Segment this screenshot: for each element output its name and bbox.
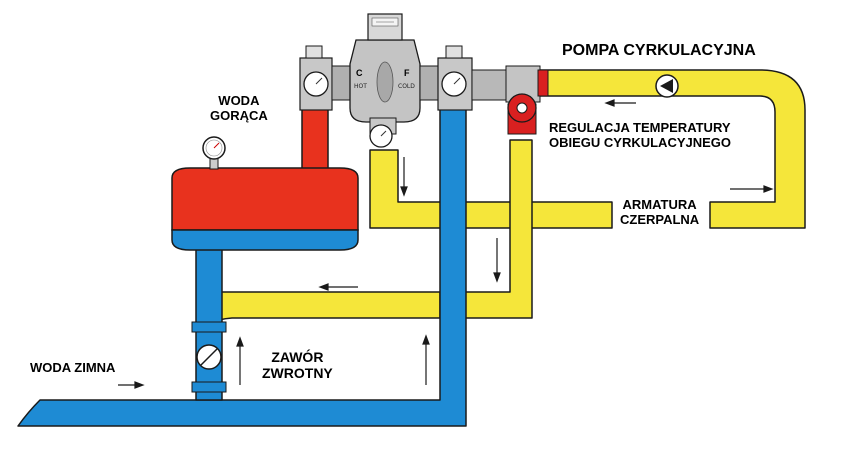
circulation-pump-label: POMPA CYRKULACYJNA — [562, 42, 756, 59]
draw-off-fitting-label-line1: ARMATURA — [622, 197, 697, 212]
check-valve-label-line1: ZAWÓR — [271, 349, 324, 365]
cold-water-pipes — [17, 99, 467, 427]
hot-water-tank — [171, 136, 359, 251]
draw-off-fitting-label: ARMATURA CZERPALNA — [618, 197, 702, 228]
pressure-gauge-icon — [202, 136, 226, 160]
flow-arrow-icon — [118, 99, 774, 389]
check-valve-label: ZAWÓR ZWROTNY — [262, 349, 333, 381]
circulation-temp-label: REGULACJA TEMPERATURY OBIEGU CYRKULACYJN… — [549, 120, 732, 151]
svg-text:HOT: HOT — [354, 83, 367, 90]
hot-water-pipe — [301, 99, 329, 173]
hot-water-label: WODA GORĄCA — [210, 93, 268, 124]
svg-text:COLD: COLD — [398, 83, 415, 90]
check-valve-icon — [191, 321, 227, 393]
svg-text:C: C — [356, 68, 363, 78]
circulation-temp-label-line1: REGULACJA TEMPERATURY — [549, 120, 731, 135]
svg-text:F: F — [404, 68, 410, 78]
draw-off-fitting-label-line2: CZERPALNA — [620, 211, 700, 227]
check-valve-label-line2: ZWROTNY — [262, 365, 333, 382]
hot-water-label-line1: WODA — [218, 93, 260, 108]
circulation-regulator — [505, 65, 549, 135]
hot-water-label-line2: GORĄCA — [210, 107, 268, 123]
circulation-temp-label-line2: OBIEGU CYRKULACYJNEGO — [549, 134, 732, 150]
thermostatic-mixing-valve-icon: C F HOT COLD — [299, 13, 509, 148]
cold-water-label: WODA ZIMNA — [30, 360, 116, 375]
pump-icon — [655, 74, 679, 98]
